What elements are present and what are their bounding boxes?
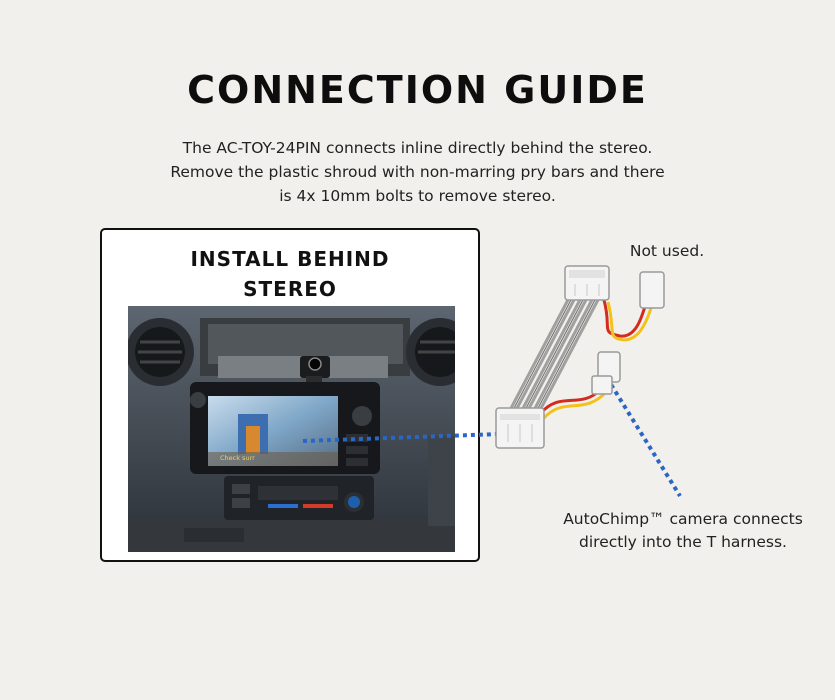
red-yellow-wires-top [602,295,656,342]
unused-connector [639,271,665,309]
install-photo-card: INSTALL BEHIND STEREO [100,228,480,562]
bottom-24pin-connector [495,407,545,449]
red-yellow-wires-bottom [538,388,608,420]
top-24pin-connector [564,265,610,301]
wire-bundle-highlights [510,295,598,415]
not-used-label: Not used. [629,242,705,260]
dashboard-photo: Check surr [128,306,455,552]
card-heading-line2: STEREO [243,277,337,301]
grey-wire-bundle [506,295,602,415]
camera-t-connector [591,351,621,395]
card-heading: INSTALL BEHIND STEREO [102,244,478,304]
stereo-head-unit: Check surr [190,382,380,474]
page-title: CONNECTION GUIDE [187,68,648,112]
camera-module [300,356,330,384]
camera-callout-line [605,376,682,498]
camera-connection-note: AutoChimp™ camera connects directly into… [563,510,803,551]
intro-paragraph: The AC-TOY-24PIN connects inline directl… [170,139,665,205]
left-air-vent [128,318,194,386]
screen-overlay-text: Check surr [220,454,255,462]
right-air-vent [406,318,455,386]
stereo-callout-line [302,432,501,443]
climate-control-panel [224,476,374,520]
card-heading-line1: INSTALL BEHIND [190,247,390,271]
